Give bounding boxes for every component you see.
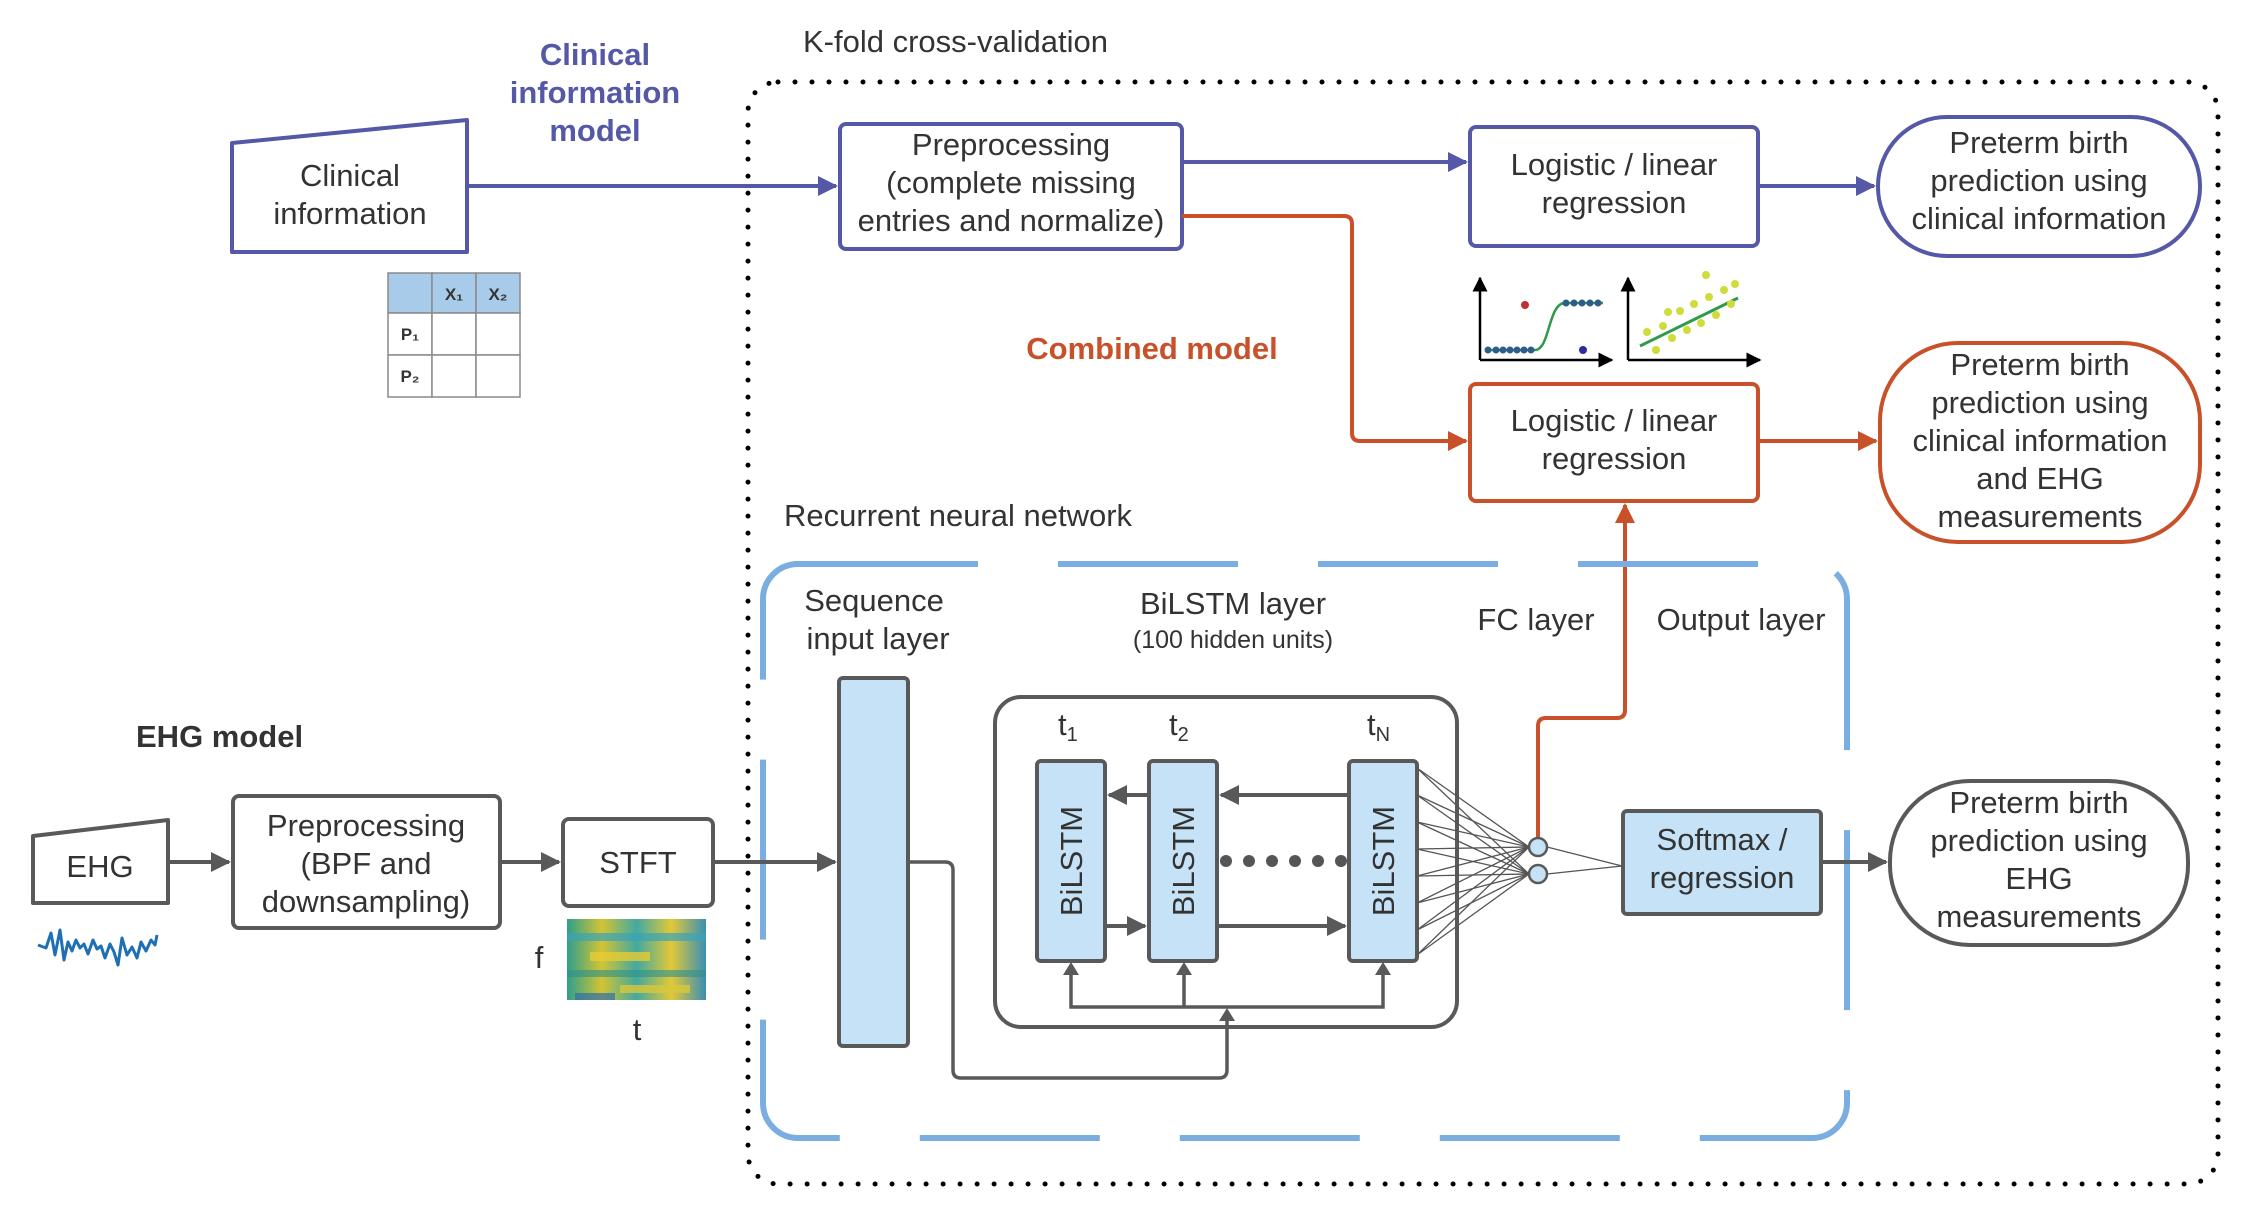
svg-text:model: model xyxy=(549,113,640,148)
svg-text:information: information xyxy=(510,75,681,110)
cv-title: K-fold cross-validation xyxy=(803,24,1108,59)
ehg-preprocessing-label-3: downsampling) xyxy=(262,884,471,919)
clinical-regression-label-1: Logistic / linear xyxy=(1511,147,1718,182)
arrow-preprocessing-to-combined xyxy=(1182,214,1468,451)
softmax-label-1: Softmax / xyxy=(1657,822,1788,857)
clinical-output-label-1: Preterm birth xyxy=(1949,125,2128,160)
table-col-x1: X₁ xyxy=(445,285,463,304)
bilstm-cell-2-label: BiLSTM xyxy=(1166,806,1201,916)
bilstm-cell-2 xyxy=(1147,759,1219,963)
combined-output-label-5: measurements xyxy=(1937,499,2142,534)
arrowhead-up-2 xyxy=(1176,962,1192,975)
ellipsis-dots xyxy=(1220,855,1347,867)
table-row-p1: P₁ xyxy=(401,325,419,344)
svg-text:Clinical: Clinical xyxy=(540,37,650,72)
output-layer-title: Output layer xyxy=(1657,602,1826,637)
logistic-curve-icon xyxy=(1472,276,1614,368)
time-label-t1: t1 xyxy=(1058,707,1078,746)
table-col-x2: X₂ xyxy=(489,285,508,304)
clinical-preprocessing-label-3: entries and normalize) xyxy=(858,203,1165,238)
combined-output-label-1: Preterm birth xyxy=(1950,347,2129,382)
softmax-label-2: regression xyxy=(1650,860,1795,895)
clinical-info-label-2: information xyxy=(273,196,426,231)
combined-output-label-2: prediction using xyxy=(1931,385,2148,420)
clinical-regression-label-2: regression xyxy=(1542,185,1687,220)
stft-label: STFT xyxy=(599,845,677,880)
combined-output-label-4: and EHG xyxy=(1976,461,2104,496)
clinical-preprocessing-box xyxy=(838,122,1184,251)
fc-layer-title: FC layer xyxy=(1477,602,1594,637)
spectrogram-axis-f: f xyxy=(535,940,544,975)
sequence-input-title-2: input layer xyxy=(806,621,949,656)
clinical-model-title: Clinical information model xyxy=(510,37,681,148)
ehg-model-title: EHG model xyxy=(136,719,303,754)
fc-node-2 xyxy=(1527,863,1549,885)
bilstm-units-label: (100 hidden units) xyxy=(1133,626,1333,654)
fc-node-1 xyxy=(1527,836,1549,858)
ehg-signal-icon xyxy=(37,928,159,967)
table-row-p2: P₂ xyxy=(401,367,420,386)
ehg-output-label-3: EHG xyxy=(2005,861,2072,896)
bilstm-layer-title: BiLSTM layer xyxy=(1140,586,1326,621)
rnn-region xyxy=(760,561,1850,1141)
spectrogram-axis-t: t xyxy=(633,1012,642,1047)
ehg-output-label-2: prediction using xyxy=(1930,823,2147,858)
clinical-output-label-2: prediction using xyxy=(1930,163,2147,198)
combined-model-title: Combined model xyxy=(1026,331,1277,366)
linear-fit-icon xyxy=(1620,271,1762,368)
combined-output-node xyxy=(1878,341,2202,544)
fc-connections xyxy=(1416,767,1623,956)
clinical-output-label-3: clinical information xyxy=(1912,201,2167,236)
bilstm-cell-n xyxy=(1347,759,1419,963)
clinical-info-label-1: Clinical xyxy=(300,158,400,193)
clinical-output-node xyxy=(1876,115,2202,258)
ehg-output-label-1: Preterm birth xyxy=(1949,785,2128,820)
combined-regression-label-1: Logistic / linear xyxy=(1511,403,1718,438)
ehg-output-node xyxy=(1888,779,2190,947)
bilstm-cell-n-label: BiLSTM xyxy=(1366,806,1401,916)
ehg-input-node xyxy=(31,818,170,905)
sequence-input-title-1: Sequence xyxy=(804,583,944,618)
combined-regression-label-2: regression xyxy=(1542,441,1687,476)
clinical-data-table: X₁ X₂ P₁ P₂ xyxy=(387,272,521,398)
arrowhead-up-mid xyxy=(1219,1008,1235,1021)
ehg-input-label: EHG xyxy=(66,849,133,884)
time-label-tn: tN xyxy=(1367,707,1390,746)
arrow-fc-to-combined xyxy=(1536,503,1635,840)
time-label-t2: t2 xyxy=(1169,707,1189,746)
spectrogram-icon xyxy=(567,919,706,1000)
ehg-preprocessing-label-2: (BPF and xyxy=(301,846,432,881)
clinical-preprocessing-label-1: Preprocessing xyxy=(912,127,1110,162)
arrowhead-up-n xyxy=(1375,962,1391,975)
sequence-input-layer xyxy=(837,676,910,1048)
ehg-preprocessing-label-1: Preprocessing xyxy=(267,808,465,843)
bilstm-cell-1-label: BiLSTM xyxy=(1054,806,1089,916)
combined-output-label-3: clinical information xyxy=(1913,423,2168,458)
cv-region xyxy=(745,79,2221,1187)
ehg-output-label-4: measurements xyxy=(1936,899,2141,934)
clinical-preprocessing-label-2: (complete missing xyxy=(886,165,1136,200)
arrowhead-up-1 xyxy=(1063,962,1079,975)
bilstm-cell-1 xyxy=(1035,759,1107,963)
clinical-info-node xyxy=(230,118,469,254)
rnn-title: Recurrent neural network xyxy=(784,498,1133,533)
